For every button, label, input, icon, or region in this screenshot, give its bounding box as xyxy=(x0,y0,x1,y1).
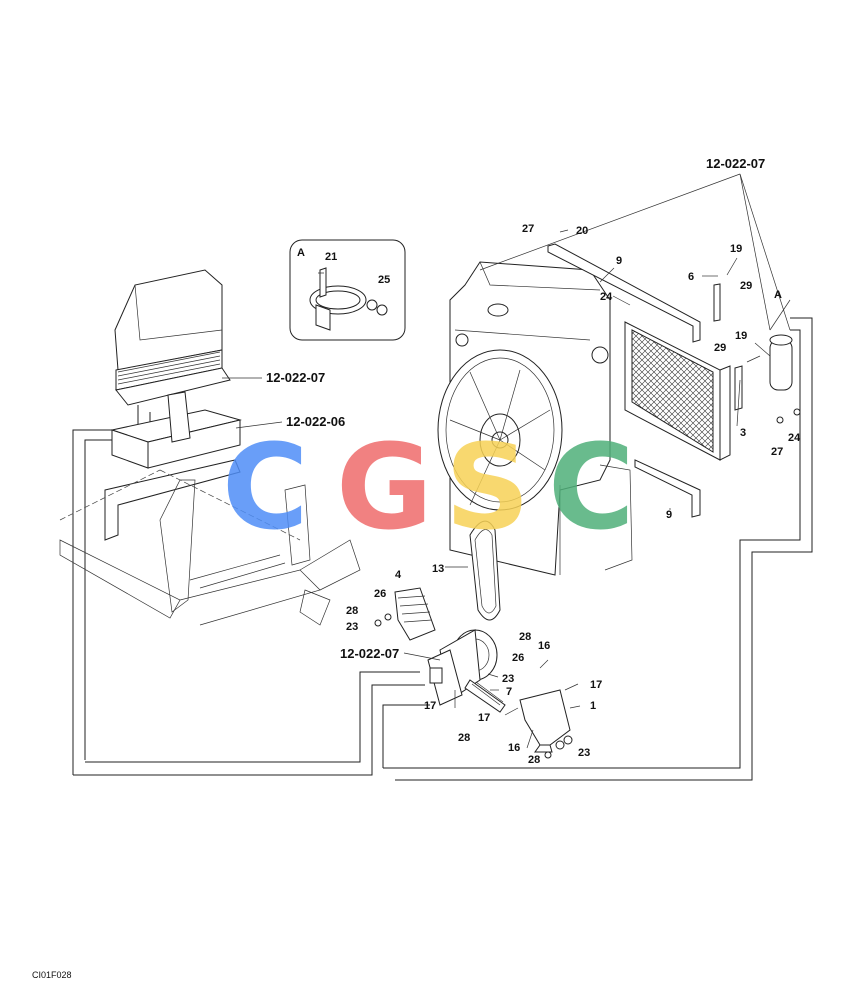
brackets xyxy=(547,243,743,518)
part-20: 20 xyxy=(576,225,588,237)
watermark-letter-c1: C xyxy=(222,418,309,556)
part-27-right: 27 xyxy=(771,446,783,458)
ref-label-cab: 12-022-07 xyxy=(266,370,325,385)
ref-label-frame: 12-022-06 xyxy=(286,414,345,429)
part-9-top: 9 xyxy=(616,255,622,267)
watermark-letter-g: G xyxy=(336,418,433,556)
boundary-lines xyxy=(72,317,813,781)
frame-assembly xyxy=(59,391,361,626)
part-26-mid: 26 xyxy=(512,652,524,664)
part-21: 21 xyxy=(325,251,337,263)
part-17-left: 17 xyxy=(424,700,436,712)
part-23-mid: 23 xyxy=(502,673,514,685)
fan-assembly xyxy=(437,349,563,511)
ref-label-top: 12-022-07 xyxy=(706,156,765,171)
part-17-mid: 17 xyxy=(478,712,490,724)
watermark-letter-c2: C xyxy=(548,418,635,556)
bolts xyxy=(318,229,761,749)
part-6: 6 xyxy=(688,271,694,283)
compressor-assembly xyxy=(427,629,506,713)
figure-code: CI01F028 xyxy=(32,970,72,980)
gscc-watermark: C G S C xyxy=(222,418,635,556)
part-28-bottom-left: 28 xyxy=(458,732,470,744)
part-26-left: 26 xyxy=(374,588,386,600)
part-16-bottom: 16 xyxy=(508,742,520,754)
oil-cooler-grille xyxy=(624,321,731,461)
leader-lines xyxy=(222,173,791,709)
ref-label-compressor: 12-022-07 xyxy=(340,646,399,661)
part-7: 7 xyxy=(506,686,512,698)
part-19-top: 19 xyxy=(730,243,742,255)
part-23-left: 23 xyxy=(346,621,358,633)
detail-a-clamp xyxy=(289,239,406,341)
part-19-mid: 19 xyxy=(735,330,747,342)
part-3: 3 xyxy=(740,427,746,439)
part-28-bottom: 28 xyxy=(528,754,540,766)
part-28-left: 28 xyxy=(346,605,358,617)
pulley-bracket xyxy=(374,587,436,641)
detail-a-filter xyxy=(769,299,801,424)
watermark-letter-s: S xyxy=(445,418,530,556)
cab-seat-assembly xyxy=(114,269,231,406)
part-29-top: 29 xyxy=(740,280,752,292)
detail-label-a-top: A xyxy=(297,247,305,259)
callout-labels: 12-022-07 12-022-07 12-022-06 12-022-07 … xyxy=(32,156,801,980)
part-9-bottom: 9 xyxy=(666,509,672,521)
part-4: 4 xyxy=(395,569,402,581)
part-27-top: 27 xyxy=(522,223,534,235)
part-13: 13 xyxy=(432,563,444,575)
detail-label-a-right: A xyxy=(774,289,782,301)
fan-belt xyxy=(469,520,501,621)
part-1: 1 xyxy=(590,700,596,712)
part-24-right: 24 xyxy=(788,432,801,444)
part-23-bottom: 23 xyxy=(578,747,590,759)
part-24-top: 24 xyxy=(600,291,613,303)
part-17-right: 17 xyxy=(590,679,602,691)
mount-bracket xyxy=(519,689,573,759)
part-16-top: 16 xyxy=(538,640,550,652)
part-28-mid: 28 xyxy=(519,631,531,643)
part-25: 25 xyxy=(378,274,390,286)
part-29-mid: 29 xyxy=(714,342,726,354)
